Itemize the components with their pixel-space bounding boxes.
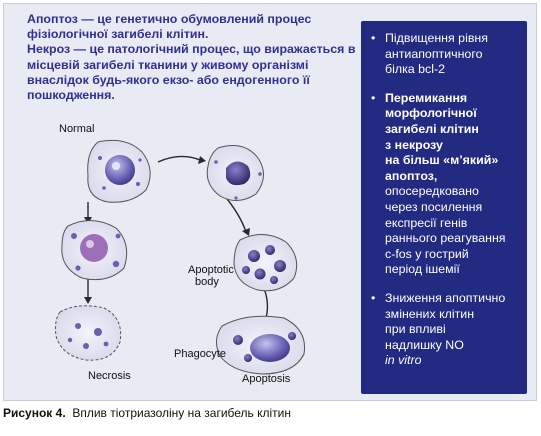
effect-item-bcl2: • Підвищення рівня антиапоптичного білка… [371, 31, 521, 78]
label-apoptotic: Apoptotic [188, 264, 234, 276]
effect-line: опосередковано [385, 184, 479, 199]
label-necrosis: Necrosis [88, 370, 131, 382]
effect-line: надлишку NO [385, 337, 464, 352]
effect-line: на більш «м’який» [385, 153, 499, 168]
effect-line: c-fos у гострий [385, 246, 469, 261]
apoptosis-definition: Апоптоз — це генетично обумовлений проце… [27, 12, 312, 42]
bullet-icon: • [371, 90, 376, 105]
swollen-cell [61, 220, 128, 281]
arrowhead [198, 156, 206, 164]
label-apoptosis: Apoptosis [242, 373, 291, 385]
caption-text: Вплив тіотриазоліну на загибель клітин [72, 406, 292, 420]
label-normal: Normal [59, 123, 95, 135]
label-body: body [195, 276, 219, 288]
effect-item-no: • Зниження апоптично змінених клітин при… [371, 291, 521, 369]
bullet-icon: • [371, 290, 376, 305]
fragmented-cell [233, 234, 298, 292]
effect-line: загибелі клітин [385, 121, 479, 136]
effect-line: апоптоз, [385, 168, 438, 183]
definitions-block: Апоптоз — це генетично обумовлений проце… [27, 12, 357, 103]
effect-line: змінених клітин [385, 306, 475, 321]
effect-line-italic: in vitro [385, 353, 422, 368]
effect-line: Зниження апоптично [385, 290, 506, 305]
phagocyte-cell [216, 315, 306, 375]
arrowhead [242, 228, 250, 236]
effect-line: антиапоптичного [385, 46, 483, 61]
effect-line: раннього реагування [385, 231, 506, 246]
caption-prefix: Рисунок 4. [3, 406, 66, 420]
effect-line: білка bcl-2 [385, 62, 445, 77]
necrotic-cell [55, 305, 122, 361]
effect-line: Перемикання [385, 90, 468, 105]
effect-line: через посилення [385, 199, 483, 214]
figure-caption: Рисунок 4. Вплив тіотриазоліну на загибе… [3, 406, 291, 420]
label-phagocyte: Phagocyte [174, 348, 226, 360]
effect-line: морфологічної [385, 106, 477, 121]
normal-cell [87, 139, 151, 203]
necrosis-definition: Некроз — це патологічний процес, що вира… [27, 42, 356, 103]
effects-panel: • Підвищення рівня антиапоптичного білка… [361, 21, 527, 394]
effect-line: Підвищення рівня [385, 31, 488, 45]
effect-line: при впливі [385, 322, 446, 337]
arrow-normal-to-condensed [157, 155, 201, 163]
bullet-icon: • [371, 31, 376, 45]
effect-item-switch: • Перемикання морфологічної загибелі клі… [371, 91, 521, 278]
cell-illustration [55, 139, 306, 375]
effect-line: з некрозу [385, 137, 443, 152]
condensed-cell [206, 145, 264, 201]
effect-line: експресії генів [385, 215, 468, 230]
cell-death-diagram: Normal Apoptotic body Phagocyte Necrosis… [8, 118, 360, 398]
arrowhead [84, 297, 92, 304]
effect-line: період ішемії [385, 262, 460, 277]
